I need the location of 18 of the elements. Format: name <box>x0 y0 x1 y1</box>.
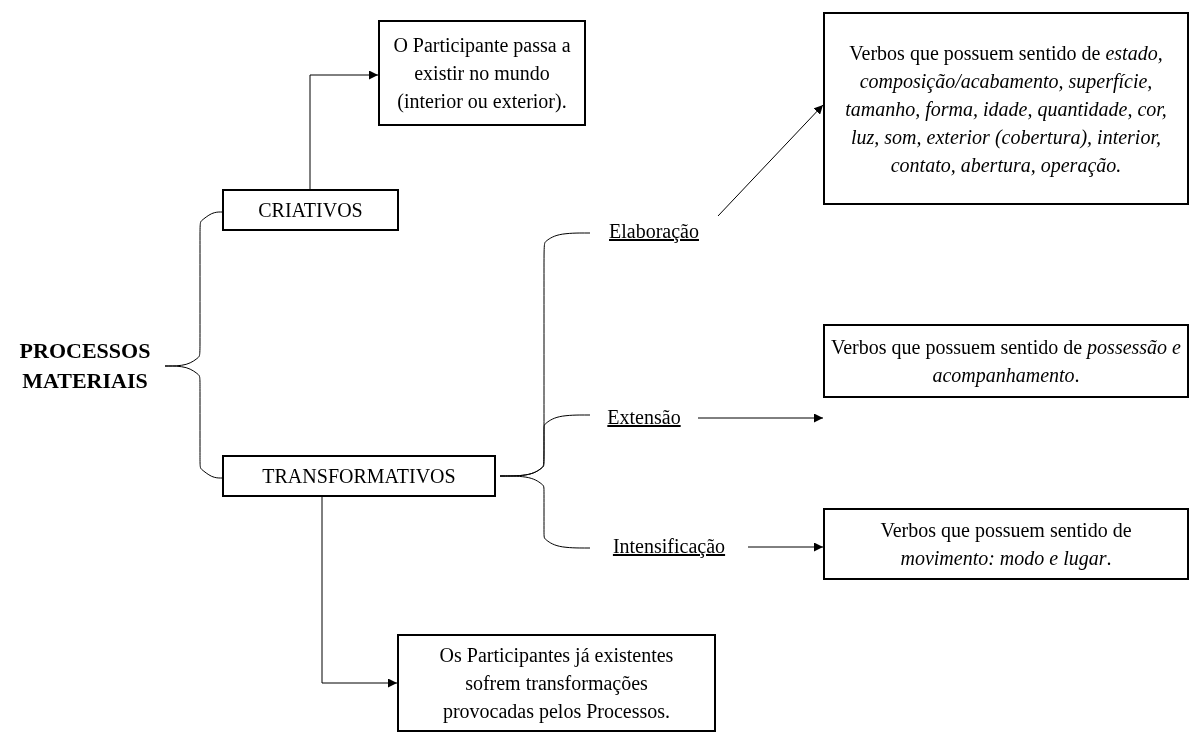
arrow <box>747 542 824 552</box>
root-label: PROCESSOS MATERIAIS <box>18 337 152 395</box>
text-box: Verbos que possuem sentido de movimento: modo e lugar. <box>823 508 1189 580</box>
text-box: O Participante passa a existir no mundo (interior ou exterior). <box>378 20 586 126</box>
text-box: TRANSFORMATIVOS <box>222 455 496 497</box>
connector-line <box>164 365 223 479</box>
category-label: Elaboração <box>609 219 699 245</box>
arrow <box>697 413 824 423</box>
text-box: Verbos que possuem sentido de possessão e acompanhamento. <box>823 324 1189 398</box>
text-box: Os Participantes já existentes sofrem transformações provocadas pelos Processos. <box>397 634 716 732</box>
text-box: Verbos que possuem sentido de estado, composição/acabamento, superfície, tamanho, forma, idade, quantidade, cor, luz, som, exterior (cobertura), interior, contato, abertura, operação. <box>823 12 1189 205</box>
arrow <box>717 104 824 217</box>
connector-line <box>499 475 591 549</box>
arrow <box>321 496 398 688</box>
arrow <box>309 70 379 190</box>
text-box: CRIATIVOS <box>222 189 399 231</box>
category-label: Intensificação <box>612 534 726 560</box>
category-label: Extensão <box>607 405 681 430</box>
